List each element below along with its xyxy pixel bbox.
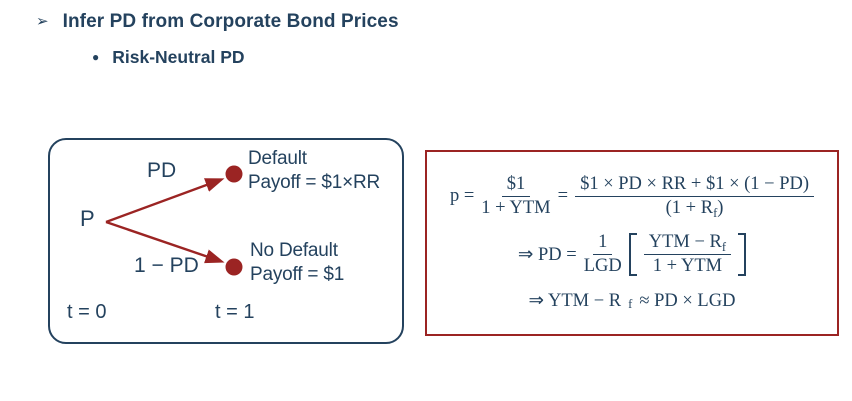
subscript-f: f bbox=[713, 205, 718, 220]
eq2-frac2-denominator: 1 + YTM bbox=[652, 256, 723, 276]
eq1-frac2-denominator: (1 + Rf) bbox=[665, 198, 724, 220]
no-default-node-dot bbox=[225, 258, 243, 276]
default-node-line2: Payoff = $1×RR bbox=[248, 172, 381, 193]
no-default-node-line1: No Default bbox=[250, 240, 338, 261]
time-0-label: t = 0 bbox=[67, 301, 107, 323]
eq2-lhs: ⇒ PD = bbox=[517, 244, 577, 265]
eq2-frac2-numerator: YTM − Rf bbox=[643, 232, 732, 255]
binomial-tree-panel: P PD 1 − PD Default Payoff = $1×RR No De… bbox=[48, 138, 404, 344]
root-label: P bbox=[80, 206, 95, 231]
subscript-f: f bbox=[628, 297, 633, 312]
tree-branches-graphic bbox=[105, 165, 243, 276]
default-node-text: Default Payoff = $1×RR bbox=[248, 147, 380, 195]
eq1-lhs: p = bbox=[449, 186, 475, 206]
eq1-equals: = bbox=[557, 186, 569, 206]
eq2-frac1-numerator: 1 bbox=[593, 232, 613, 255]
left-bracket bbox=[628, 233, 637, 276]
default-node-dot bbox=[225, 165, 243, 183]
eq1-frac1-denominator: 1 + YTM bbox=[481, 198, 551, 218]
eq2-frac1-denominator: LGD bbox=[583, 256, 622, 276]
equation-pd: ⇒ PD = 1 LGD YTM − Rf 1 + YTM bbox=[517, 232, 747, 277]
right-bracket bbox=[738, 233, 747, 276]
equation-price: p = $1 1 + YTM = $1 × PD × RR + $1 × (1 … bbox=[449, 174, 815, 220]
arrow-bullet-icon: ➢ bbox=[36, 13, 49, 30]
eq2-fraction-2: YTM − Rf 1 + YTM bbox=[643, 232, 732, 277]
eq1-frac2-numerator: $1 × PD × RR + $1 × (1 − PD) bbox=[575, 174, 815, 197]
upper-branch-label: PD bbox=[147, 159, 177, 182]
eq1-frac1-numerator: $1 bbox=[501, 174, 531, 197]
default-node-line1: Default bbox=[248, 148, 307, 169]
subtitle: Risk-Neutral PD bbox=[112, 47, 245, 67]
eq1-fraction-1: $1 1 + YTM bbox=[481, 174, 550, 219]
circle-bullet-icon: ● bbox=[92, 50, 100, 64]
title-row: ➢ Infer PD from Corporate Bond Prices bbox=[36, 10, 399, 34]
formula-panel: p = $1 1 + YTM = $1 × PD × RR + $1 × (1 … bbox=[425, 150, 839, 336]
eq2-fraction-1: 1 LGD bbox=[584, 232, 622, 277]
eq1-fraction-2: $1 × PD × RR + $1 × (1 − PD) (1 + Rf) bbox=[575, 174, 815, 220]
upper-branch-arrow bbox=[105, 178, 225, 224]
no-default-node-line2: Payoff = $1 bbox=[250, 264, 345, 285]
page-title: Infer PD from Corporate Bond Prices bbox=[62, 11, 399, 32]
lower-branch-arrow bbox=[105, 220, 225, 264]
time-1-label: t = 1 bbox=[215, 301, 255, 323]
subtitle-row: ● Risk-Neutral PD bbox=[92, 46, 245, 68]
lower-branch-label: 1 − PD bbox=[134, 254, 199, 277]
subscript-f: f bbox=[721, 239, 727, 254]
no-default-node-text: No Default Payoff = $1 bbox=[250, 239, 344, 287]
